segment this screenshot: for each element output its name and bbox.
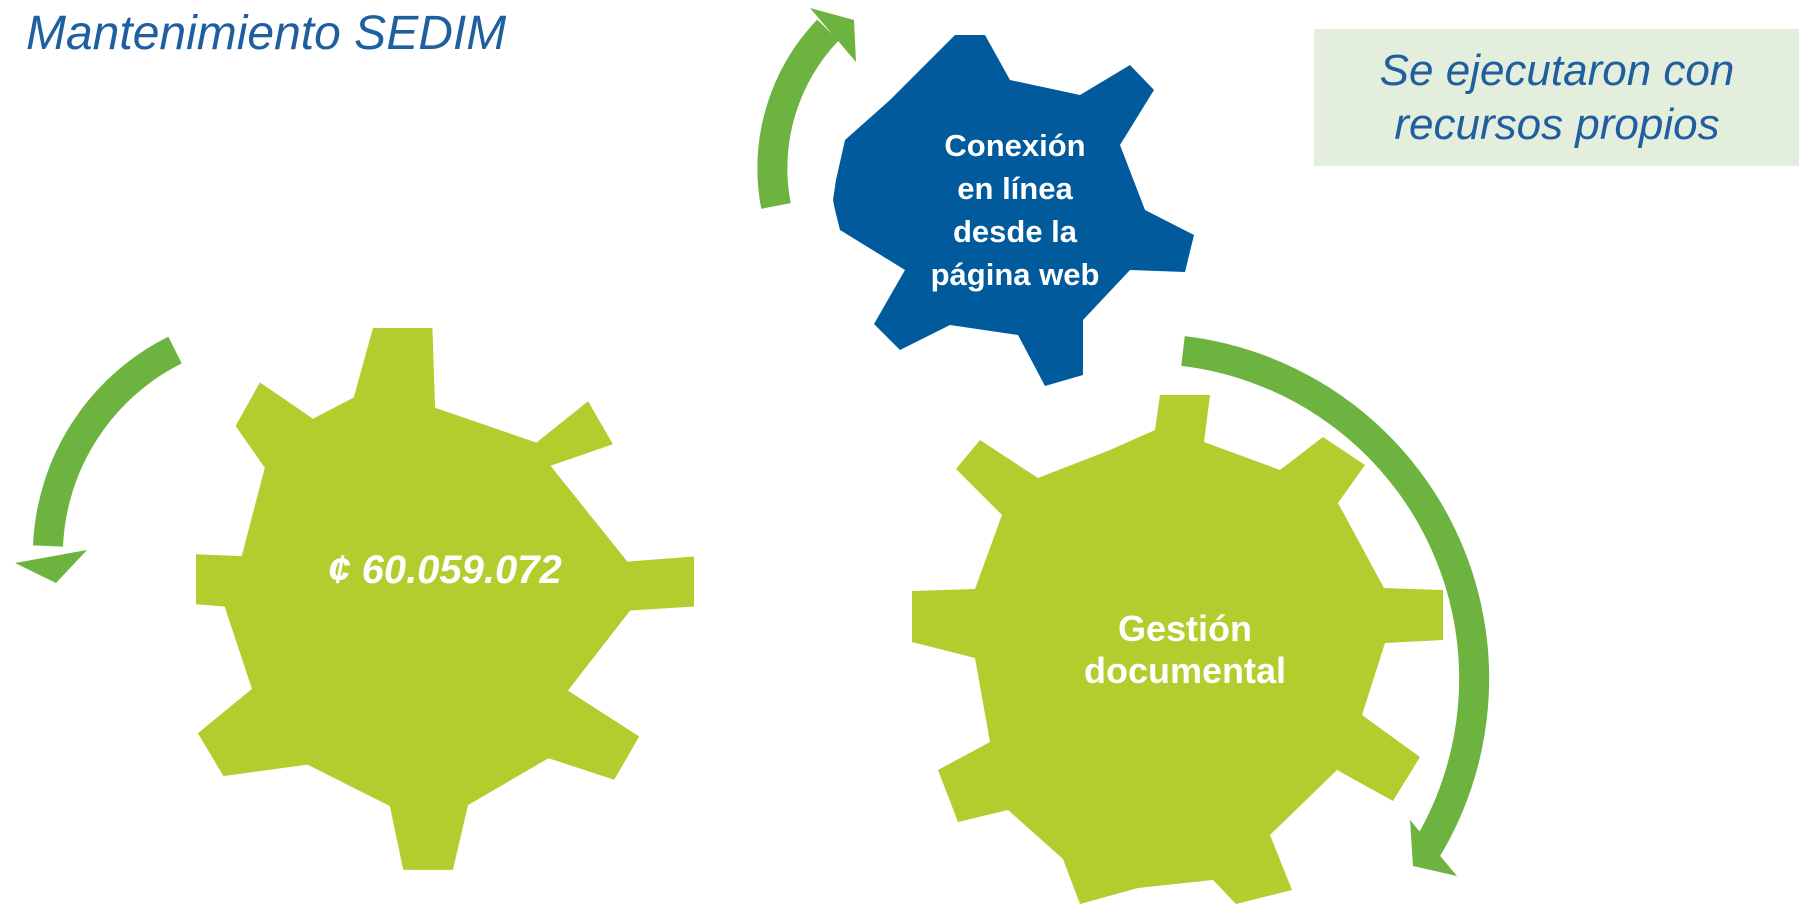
online-gear [833, 35, 1194, 386]
documental-gear [912, 395, 1443, 904]
documental-gear-line-2: documental [1083, 650, 1287, 691]
documental-gear-line-1: Gestión [1117, 608, 1252, 649]
amount-gear-label: ¢ 60.059.072 [260, 532, 630, 608]
note-line-1: Se ejecutaron con [1379, 45, 1735, 95]
amount-value: ¢ 60.059.072 [328, 547, 562, 592]
arrow-right-head [1410, 820, 1457, 876]
arrow-left-head [15, 550, 87, 583]
arrow-top [757, 19, 839, 209]
arrow-left [33, 336, 182, 547]
note-line-2: recursos propios [1394, 99, 1720, 149]
documental-gear-label: Gestión documental [1030, 600, 1340, 700]
online-gear-line-4: página web [930, 256, 1100, 292]
online-gear-label: Conexión en línea desde la página web [895, 117, 1135, 302]
online-gear-line-2: en línea [957, 170, 1073, 206]
online-gear-line-1: Conexión [944, 127, 1086, 163]
page-title: Mantenimiento SEDIM [26, 7, 507, 60]
amount-gear [196, 328, 694, 870]
arrow-right [1181, 336, 1490, 860]
note-box: Se ejecutaron con recursos propios [1314, 29, 1799, 166]
arrow-top-head [810, 8, 856, 62]
online-gear-line-3: desde la [952, 213, 1078, 249]
